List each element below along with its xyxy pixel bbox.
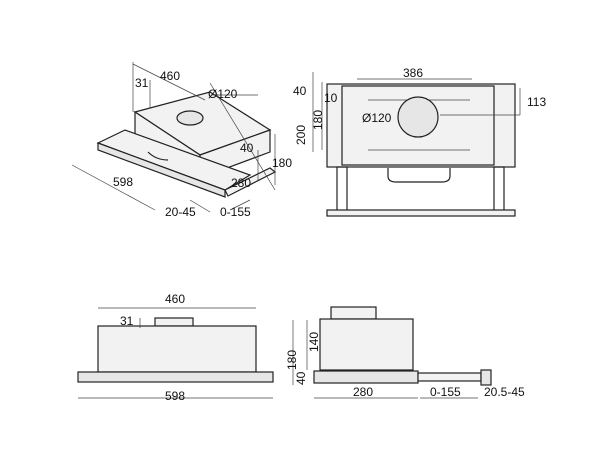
front-duct-offset-label: 113 — [527, 95, 546, 109]
side-height-total-label: 180 — [285, 350, 299, 370]
bottom-width-total-label: 598 — [165, 389, 185, 403]
front-height-200-label: 200 — [294, 125, 308, 145]
bottom-depth-offset-label: 31 — [120, 314, 134, 328]
side-view: 180 140 40 280 0-155 20.5-45 — [285, 306, 525, 399]
iso-height-total-label: 180 — [272, 156, 292, 170]
iso-width-label: 460 — [160, 69, 180, 83]
isometric-view: 460 31 Ø120 40 180 280 598 20-45 0-155 — [71, 62, 292, 219]
side-depth-label: 280 — [353, 385, 373, 399]
side-tray — [313, 370, 419, 384]
side-drawer-travel-label: 0-155 — [430, 385, 461, 399]
iso-front-width-label: 598 — [113, 175, 133, 189]
iso-duct-collar — [176, 110, 204, 126]
bottom-width-top-label: 460 — [165, 292, 185, 306]
side-front-adjust-label: 20.5-45 — [484, 385, 525, 399]
iso-drawer-travel-label: 0-155 — [220, 205, 251, 219]
front-view-top: 386 40 10 113 Ø120 180 200 — [293, 66, 546, 217]
front-duct-label: Ø120 — [362, 111, 392, 125]
iso-height-front-label: 40 — [240, 141, 254, 155]
duct-opening — [397, 96, 439, 138]
iso-front-panel — [97, 142, 226, 198]
iso-handle — [147, 151, 169, 161]
front-inner-top-label: 10 — [324, 91, 338, 105]
front-view-bottom: 460 31 598 — [77, 292, 274, 403]
iso-duct-label: Ø120 — [208, 87, 238, 101]
iso-front-adjust-label: 20-45 — [165, 205, 196, 219]
front-inner-width-label: 386 — [403, 66, 423, 80]
iso-side-depth-label: 280 — [231, 176, 251, 190]
side-drawer — [417, 372, 482, 382]
side-body — [319, 318, 414, 371]
side-height-body-label: 140 — [307, 332, 321, 352]
front-height-180-label: 180 — [311, 110, 325, 130]
front-top-offset-label: 40 — [293, 84, 307, 98]
iso-depth-offset-label: 31 — [135, 76, 149, 90]
front-handle — [387, 168, 451, 183]
side-height-front-label: 40 — [294, 371, 308, 385]
